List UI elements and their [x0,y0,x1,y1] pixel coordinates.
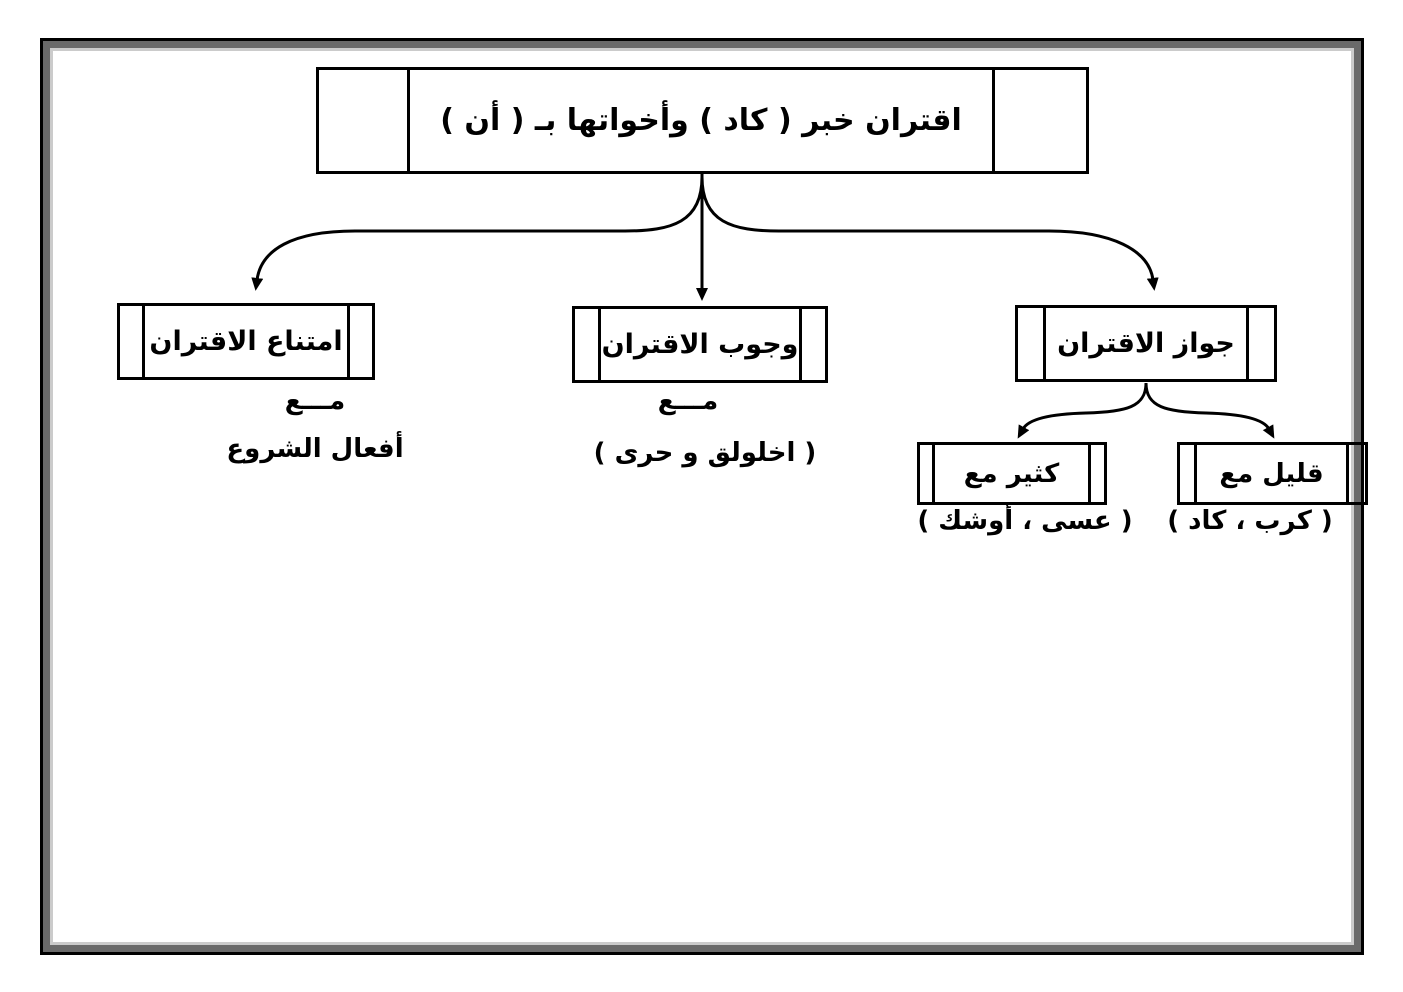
root-node-left-cell [319,70,410,171]
wujub-connector-word: مـــع [657,386,719,416]
qalil-label: قليل مع [1219,458,1324,489]
qalil-detail-text: ( كرب ، كاد ) [1167,506,1333,536]
node-box-qalil: قليل مع [1177,442,1368,505]
node-box-jawaz: جواز الاقتران [1015,305,1277,382]
arrow-root-to-imtina [251,176,704,291]
wujub-left-cell [575,309,601,380]
jawaz-left-cell [1018,308,1046,379]
node-box-imtina: امتناع الاقتران [117,303,375,380]
kathir-right-cell [1088,445,1104,502]
page-border-band [43,41,1361,952]
page-border-frame [40,38,1364,955]
imtina-right-cell [347,306,372,377]
wujub-label: وجوب الاقتران [601,329,799,360]
kathir-left-cell [920,445,935,502]
kathir-detail-text: ( عسى ، أوشك ) [917,506,1133,536]
kathir-label: كثير مع [963,458,1060,489]
wujub-right-cell [799,309,825,380]
qalil-right-cell [1346,445,1365,502]
imtina-left-cell [120,306,145,377]
root-node-right-cell [992,70,1086,171]
imtina-label: امتناع الاقتران [149,326,343,357]
wujub-detail-text: ( اخلولق و حرى ) [593,438,817,468]
node-box-wujub: وجوب الاقتران [572,306,828,383]
root-node-title: اقتران خبر ( كاد ) وأخواتها بـ ( أن ) [440,103,962,138]
jawaz-label: جواز الاقتران [1057,328,1235,359]
qalil-left-cell [1180,445,1197,502]
root-node-box: اقتران خبر ( كاد ) وأخواتها بـ ( أن ) [316,67,1089,174]
jawaz-right-cell [1246,308,1274,379]
node-box-kathir: كثير مع [917,442,1107,505]
arrow-root-to-jawaz [700,176,1159,291]
imtina-connector-word: مـــع [284,386,346,416]
imtina-detail-text: أفعال الشروع [226,434,404,464]
arrow-jawaz-to-kathir [1017,382,1148,439]
page-border-inner-line [50,48,1354,945]
arrow-jawaz-to-qalil [1144,382,1275,439]
